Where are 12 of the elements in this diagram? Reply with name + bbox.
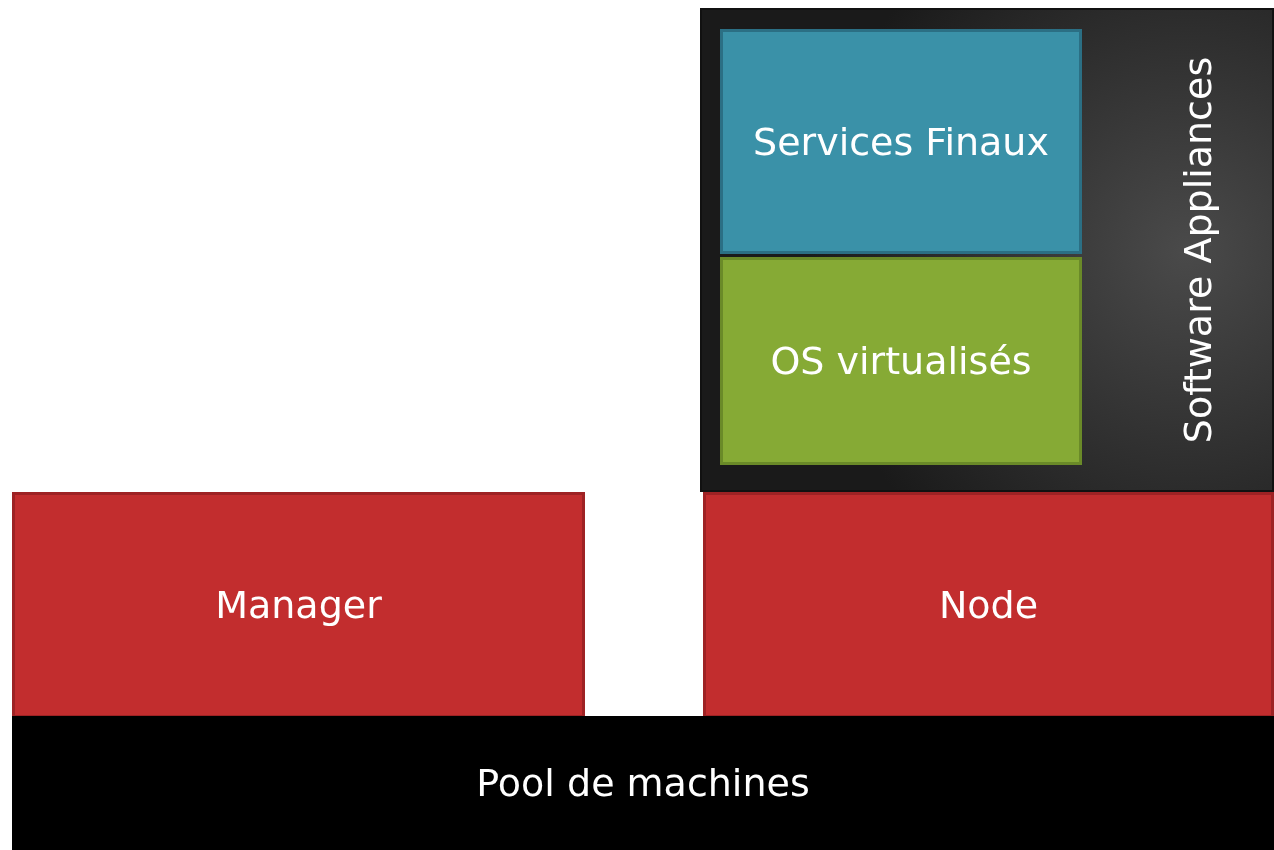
layer-label: Services Finaux: [753, 119, 1049, 164]
service-layer-box: [720, 29, 1082, 254]
appliance-panel: [700, 8, 1274, 492]
layer-label: Node: [938, 583, 1039, 627]
layer-label: Manager: [215, 583, 382, 627]
panel-title: Software Appliances: [1176, 56, 1220, 444]
layer-label: OS virtualisés: [770, 339, 1032, 383]
pool-band: [12, 716, 1274, 850]
layer-label: Pool de machines: [476, 761, 810, 805]
os-layer-box: [720, 257, 1082, 465]
node-box: [703, 492, 1274, 718]
manager-box: [12, 492, 585, 718]
